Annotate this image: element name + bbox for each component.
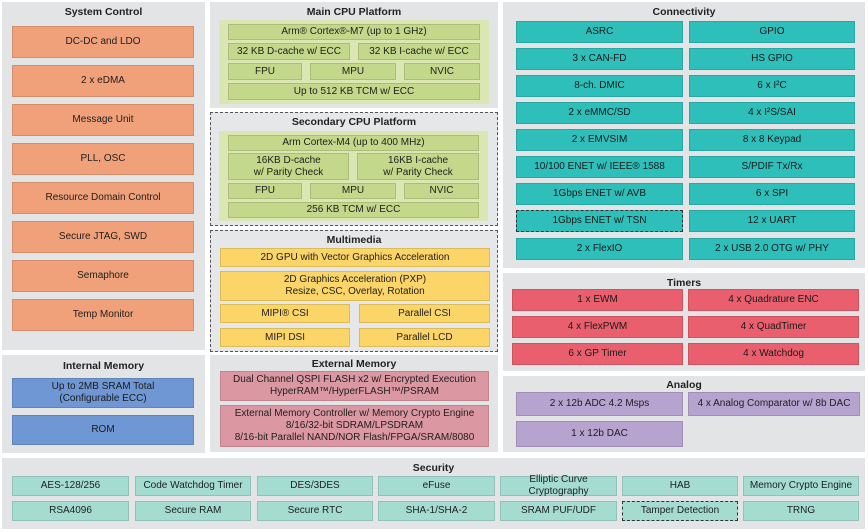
- security-title: Security: [412, 462, 455, 474]
- main-cpu-title: Main CPU Platform: [306, 6, 402, 18]
- main-cpu-dcache: 32 KB D-cache w/ ECC: [228, 43, 350, 60]
- conn-uart: 12 x UART: [689, 210, 855, 232]
- external-memory-emc: External Memory Controller w/ Memory Cry…: [220, 405, 489, 447]
- conn-usb-otg: 2 x USB 2.0 OTG w/ PHY: [689, 238, 855, 260]
- secondary-cpu-title: Secondary CPU Platform: [291, 116, 417, 128]
- system-control-title: System Control: [64, 6, 143, 18]
- main-cpu-core: Arm® Cortex®-M7 (up to 1 GHz): [228, 24, 480, 40]
- timer-ewm: 1 x EWM: [512, 289, 683, 311]
- analog-title: Analog: [666, 379, 702, 391]
- internal-memory-title: Internal Memory: [62, 360, 145, 372]
- secondary-cpu-mpu: MPU: [310, 183, 396, 199]
- conn-can-fd: 3 x CAN-FD: [516, 48, 683, 70]
- sysctl-secure-jtag: Secure JTAG, SWD: [12, 221, 194, 253]
- internal-memory-panel: Internal Memory Up to 2MB SRAM Total (Co…: [2, 355, 205, 453]
- secondary-cpu-dcache: 16KB D-cache w/ Parity Check: [228, 153, 349, 180]
- conn-enet-1588: 10/100 ENET w/ IEEE® 1588: [516, 156, 683, 178]
- analog-dac: 1 x 12b DAC: [516, 421, 683, 447]
- conn-emvsim: 2 x EMVSIM: [516, 129, 683, 151]
- secondary-cpu-core: Arm Cortex-M4 (up to 400 MHz): [228, 135, 479, 151]
- sysctl-edma: 2 x eDMA: [12, 65, 194, 97]
- security-tamper-detection: Tamper Detection: [622, 501, 738, 521]
- conn-hs-gpio: HS GPIO: [689, 48, 855, 70]
- main-cpu-nvic: NVIC: [404, 63, 480, 80]
- conn-dmic: 8-ch. DMIC: [516, 75, 683, 97]
- multimedia-panel: Multimedia 2D GPU with Vector Graphics A…: [210, 230, 498, 352]
- main-cpu-fpu: FPU: [228, 63, 302, 80]
- external-memory-panel: External Memory Dual Channel QSPI FLASH …: [210, 355, 498, 452]
- analog-comparator: 4 x Analog Comparator w/ 8b DAC: [688, 392, 860, 416]
- sysctl-semaphore: Semaphore: [12, 260, 194, 292]
- security-hab: HAB: [622, 476, 738, 496]
- timer-watchdog: 4 x Watchdog: [688, 343, 859, 365]
- internal-memory-rom: ROM: [12, 415, 194, 445]
- conn-flexio: 2 x FlexIO: [516, 238, 683, 260]
- security-sram-puf: SRAM PUF/UDF: [500, 501, 617, 521]
- conn-keypad: 8 x 8 Keypad: [689, 129, 855, 151]
- multimedia-mipi-dsi: MIPI DSI: [220, 328, 350, 347]
- internal-memory-sram: Up to 2MB SRAM Total (Configurable ECC): [12, 378, 194, 408]
- external-memory-title: External Memory: [311, 358, 397, 370]
- security-code-watchdog: Code Watchdog Timer: [135, 476, 251, 496]
- system-control-panel: System Control DC-DC and LDO 2 x eDMA Me…: [2, 2, 205, 350]
- conn-enet-avb: 1Gbps ENET w/ AVB: [516, 183, 683, 205]
- main-cpu-icache: 32 KB I-cache w/ ECC: [358, 43, 480, 60]
- security-sha: SHA-1/SHA-2: [378, 501, 495, 521]
- security-secure-ram: Secure RAM: [135, 501, 251, 521]
- multimedia-mipi-csi: MIPI® CSI: [220, 304, 350, 323]
- security-rsa: RSA4096: [12, 501, 129, 521]
- timer-quadrature-enc: 4 x Quadrature ENC: [688, 289, 859, 311]
- secondary-cpu-panel: Secondary CPU Platform Arm Cortex-M4 (up…: [210, 112, 498, 226]
- timer-gp-timer: 6 x GP Timer: [512, 343, 683, 365]
- conn-spi: 6 x SPI: [689, 183, 855, 205]
- secondary-cpu-nvic: NVIC: [404, 183, 479, 199]
- sysctl-temp-monitor: Temp Monitor: [12, 299, 194, 331]
- sysctl-dcdc-ldo: DC-DC and LDO: [12, 26, 194, 58]
- timer-quadtimer: 4 x QuadTimer: [688, 316, 859, 338]
- secondary-cpu-icache: 16KB I-cache w/ Parity Check: [357, 153, 479, 180]
- conn-enet-tsn: 1Gbps ENET w/ TSN: [516, 210, 683, 232]
- external-memory-qspi: Dual Channel QSPI FLASH x2 w/ Encrypted …: [220, 371, 489, 401]
- security-des: DES/3DES: [257, 476, 373, 496]
- timers-panel: Timers 1 x EWM 4 x FlexPWM 6 x GP Timer …: [503, 273, 865, 371]
- conn-asrc: ASRC: [516, 21, 683, 43]
- connectivity-title: Connectivity: [652, 6, 716, 18]
- timer-flexpwm: 4 x FlexPWM: [512, 316, 683, 338]
- conn-spdif: S/PDIF Tx/Rx: [689, 156, 855, 178]
- main-cpu-panel: Main CPU Platform Arm® Cortex®-M7 (up to…: [210, 2, 498, 108]
- security-panel: Security AES-128/256 Code Watchdog Timer…: [2, 458, 865, 529]
- security-aes: AES-128/256: [12, 476, 129, 496]
- multimedia-parallel-lcd: Parallel LCD: [359, 328, 490, 347]
- security-ecc: Elliptic Curve Cryptography: [500, 474, 617, 497]
- security-secure-rtc: Secure RTC: [257, 501, 373, 521]
- sysctl-pll-osc: PLL, OSC: [12, 143, 194, 175]
- multimedia-pxp: 2D Graphics Acceleration (PXP) Resize, C…: [220, 271, 490, 301]
- timers-title: Timers: [666, 277, 702, 289]
- connectivity-panel: Connectivity ASRC 3 x CAN-FD 8-ch. DMIC …: [503, 2, 865, 268]
- main-cpu-mpu: MPU: [310, 63, 396, 80]
- secondary-cpu-fpu: FPU: [228, 183, 302, 199]
- secondary-cpu-tcm: 256 KB TCM w/ ECC: [228, 202, 479, 218]
- security-memory-crypto: Memory Crypto Engine: [743, 476, 859, 496]
- conn-i2c: 6 x I²C: [689, 75, 855, 97]
- sysctl-resource-domain: Resource Domain Control: [12, 182, 194, 214]
- multimedia-gpu: 2D GPU with Vector Graphics Acceleration: [220, 248, 490, 267]
- analog-adc: 2 x 12b ADC 4.2 Msps: [516, 392, 683, 416]
- main-cpu-tcm: Up to 512 KB TCM w/ ECC: [228, 83, 480, 100]
- security-efuse: eFuse: [378, 476, 495, 496]
- multimedia-title: Multimedia: [326, 234, 382, 246]
- analog-panel: Analog 2 x 12b ADC 4.2 Msps 4 x Analog C…: [503, 376, 865, 452]
- conn-emmc-sd: 2 x eMMC/SD: [516, 102, 683, 124]
- multimedia-parallel-csi: Parallel CSI: [359, 304, 490, 323]
- sysctl-message-unit: Message Unit: [12, 104, 194, 136]
- conn-i2s-sai: 4 x I²S/SAI: [689, 102, 855, 124]
- security-trng: TRNG: [743, 501, 859, 521]
- conn-gpio: GPIO: [689, 21, 855, 43]
